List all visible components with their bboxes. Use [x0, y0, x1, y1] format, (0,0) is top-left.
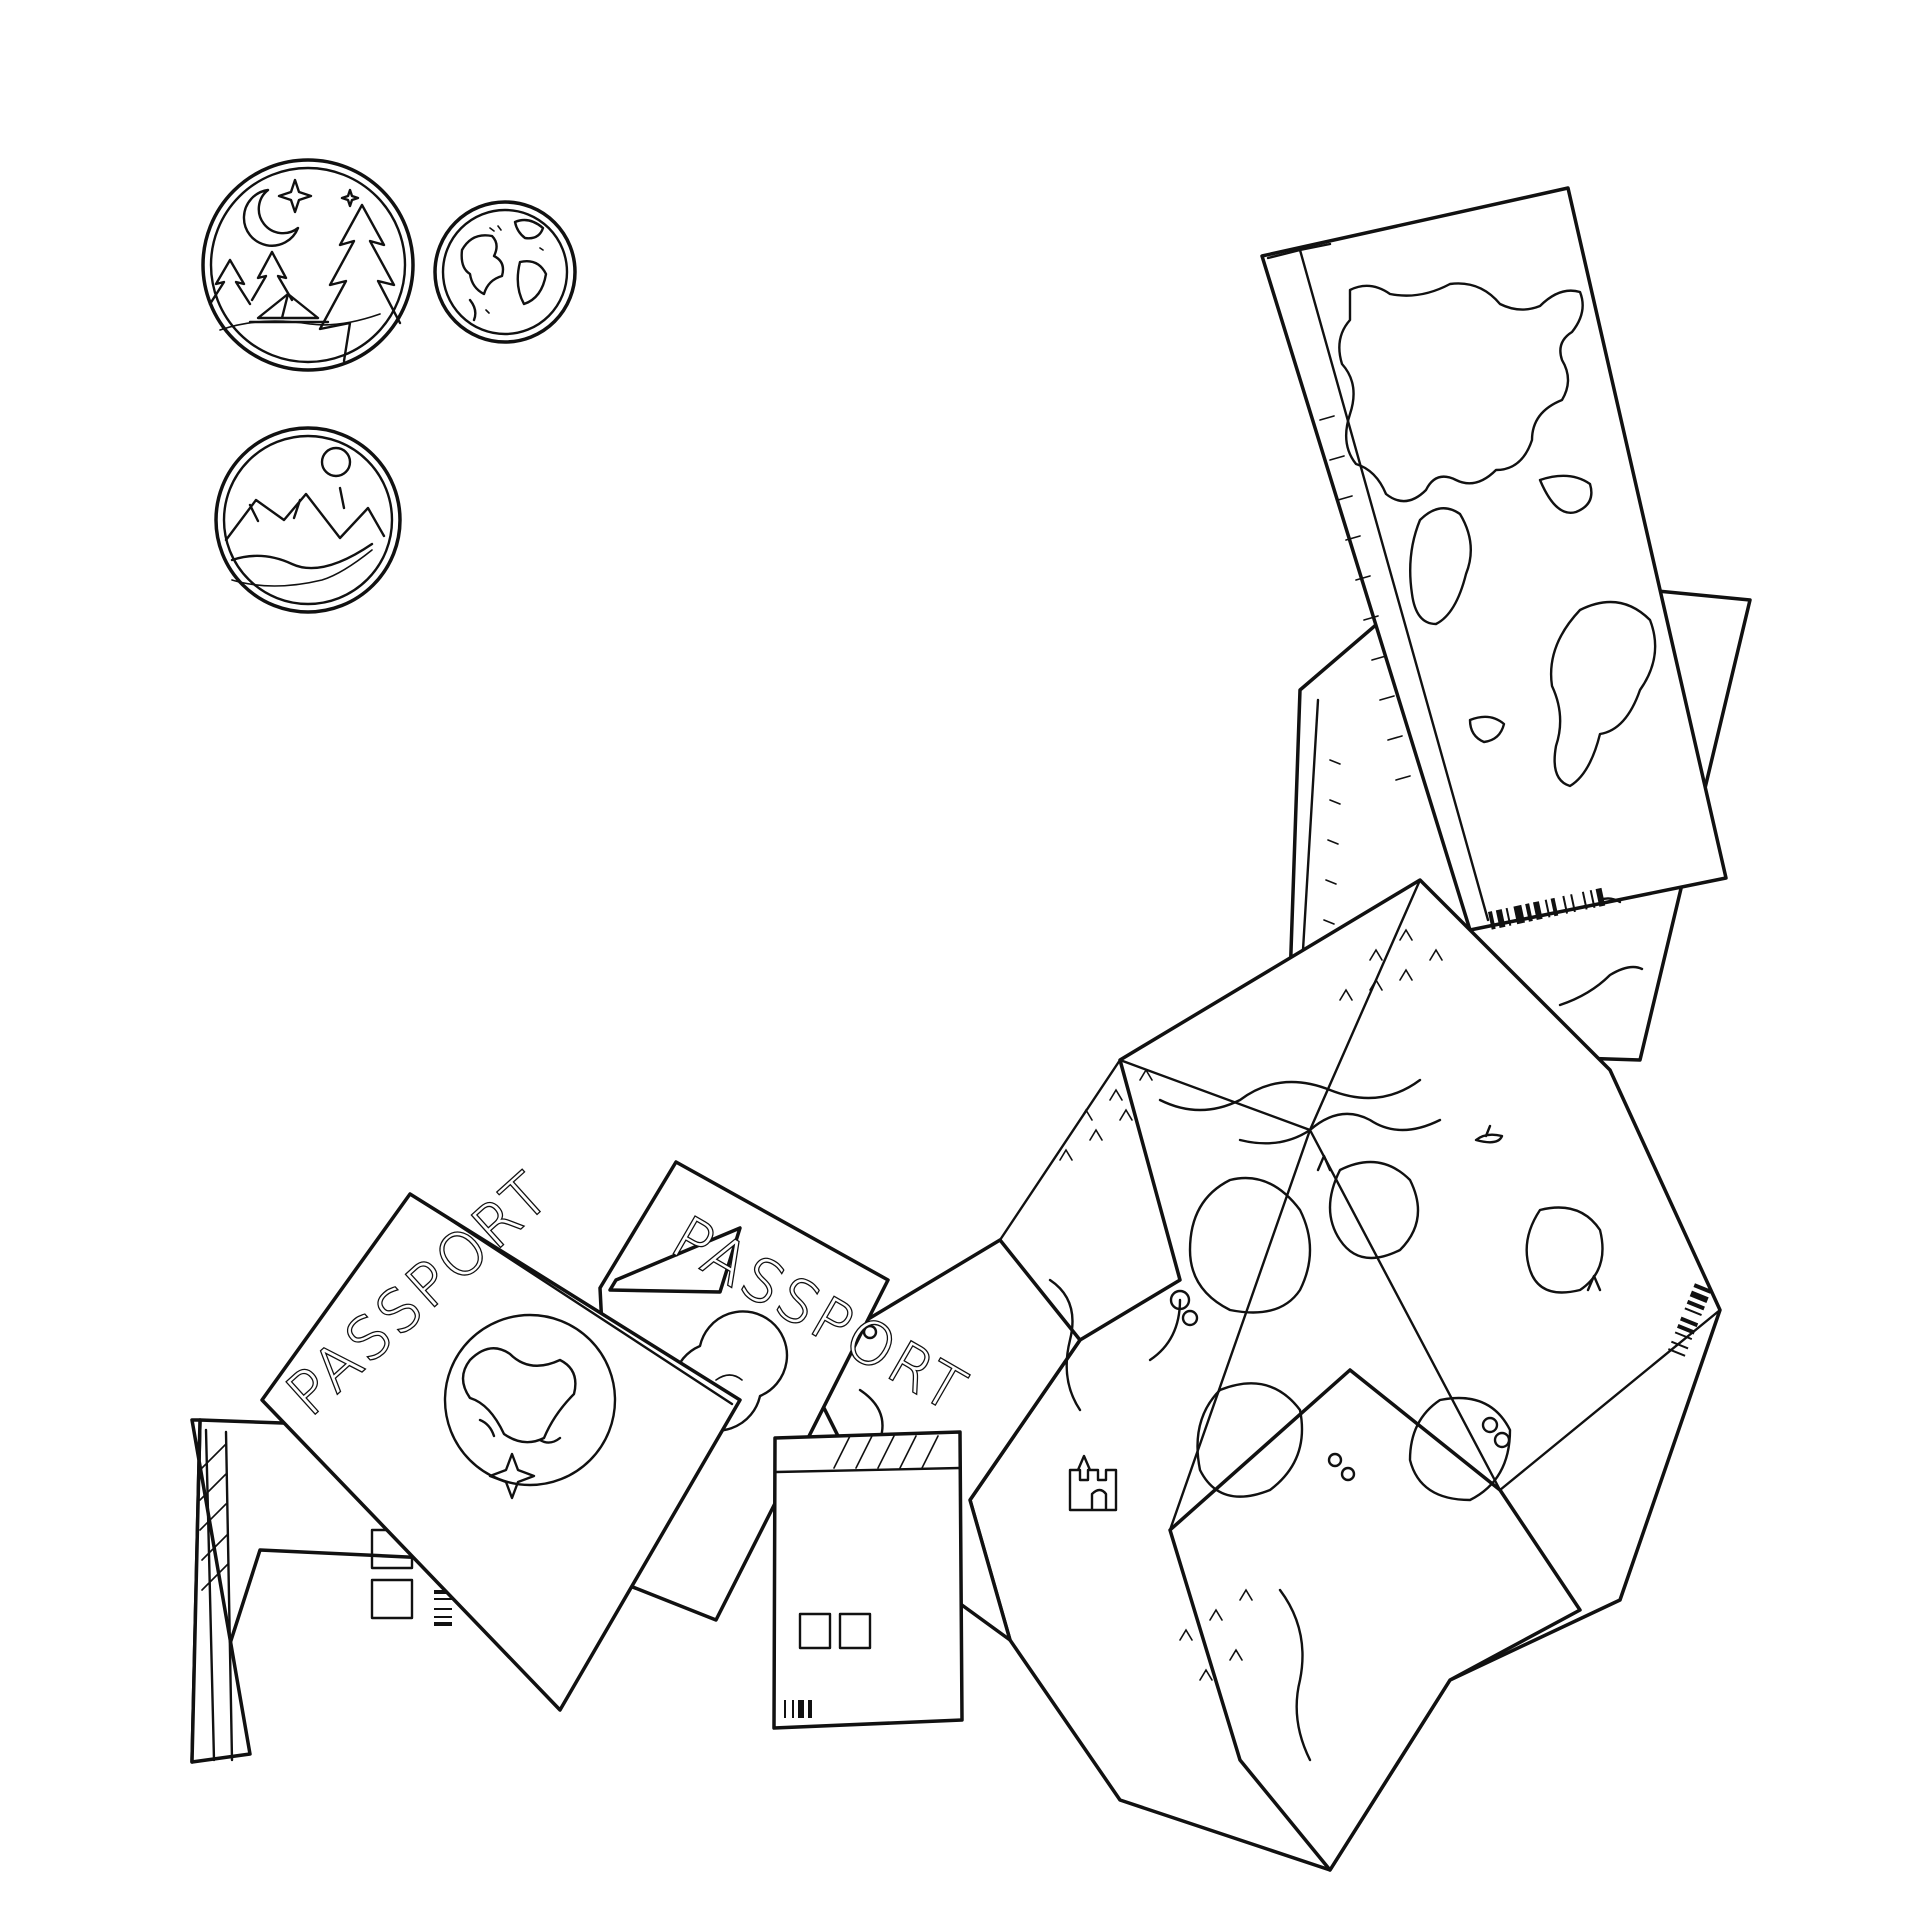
- globe-badge: [433, 200, 577, 344]
- seat-box: [838, 1612, 872, 1650]
- pine-tree-icon: [318, 203, 402, 363]
- barcode-bar: [798, 1700, 804, 1718]
- barcode-bar: [1693, 1283, 1712, 1294]
- boarding-pass-center: [772, 1430, 964, 1730]
- world-map-ticket: [1260, 186, 1728, 932]
- barcode-bar: [1684, 1307, 1702, 1316]
- barcode-bar: [1668, 1348, 1686, 1357]
- barcode-bar: [1532, 901, 1543, 921]
- world-map-outline: [1338, 282, 1657, 788]
- barcode: [1488, 887, 1606, 930]
- barcode-bar: [434, 1622, 452, 1626]
- barcode-bar: [784, 1700, 786, 1718]
- sun-icon: [320, 446, 352, 478]
- barcode-bar: [1513, 904, 1525, 925]
- barcode-bar: [1589, 889, 1596, 908]
- mountains-badge: [214, 426, 402, 614]
- barcode-bar: [1525, 903, 1533, 922]
- camping-badge: [201, 158, 415, 372]
- barcode-bar: [1676, 1324, 1696, 1335]
- globe-icon: [443, 1313, 617, 1500]
- barcode-bar: [1544, 899, 1551, 918]
- barcode-bar: [792, 1700, 794, 1718]
- map-castle: [1068, 1454, 1118, 1512]
- barcode-bar: [1686, 1299, 1705, 1311]
- pine-tree-icon: [208, 250, 294, 306]
- barcode-bar: [1670, 1340, 1689, 1350]
- moon-icon: [242, 188, 300, 247]
- map-terrain: [858, 1078, 1604, 1762]
- map-pine-marks: [1059, 928, 1443, 1681]
- barcode-bar: [1550, 897, 1559, 917]
- barcode-bar: [434, 1598, 452, 1600]
- barcode: [784, 1700, 812, 1718]
- barcode-bar: [1581, 891, 1588, 910]
- barcode-bar: [1495, 909, 1506, 928]
- barcode-bar: [1562, 895, 1569, 914]
- barcode: [1668, 1283, 1712, 1357]
- barcode-bar: [434, 1608, 452, 1610]
- barcode-bar: [1689, 1290, 1709, 1303]
- barcode-bar: [1679, 1316, 1699, 1328]
- map-trees: [845, 1154, 1602, 1482]
- barcode-bar: [1595, 887, 1606, 907]
- star-icon: [340, 188, 360, 208]
- barcode-bar: [808, 1700, 812, 1718]
- mountain-icon: [224, 486, 386, 570]
- barcode-bar: [434, 1616, 452, 1618]
- compass-icon: [488, 1452, 536, 1500]
- barcode-bar: [1570, 894, 1576, 913]
- seat-box: [370, 1578, 414, 1620]
- seat-box: [798, 1612, 832, 1650]
- globe-icon: [460, 218, 548, 322]
- barcode-bar: [1674, 1331, 1693, 1341]
- barcode-bar: [1488, 911, 1496, 930]
- barcode-bar: [1505, 907, 1512, 926]
- star-icon: [277, 178, 313, 214]
